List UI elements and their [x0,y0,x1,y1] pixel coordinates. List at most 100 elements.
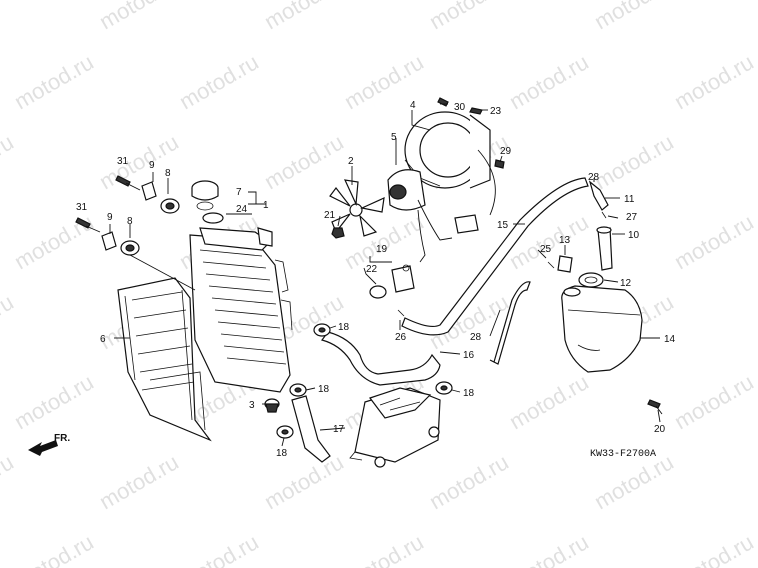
callouts: 1 2 3 4 5 6 7 8 8 9 9 10 11 12 13 14 15 … [76,100,676,459]
front-label: FR. [54,433,70,444]
bolt-20 [647,399,663,415]
bolt-upper [115,175,141,191]
siphon-hose [401,177,589,336]
watermark-text: motod.ru [95,129,183,194]
clip-27 [601,211,607,219]
tank-fitting [596,226,613,271]
ground-wire [477,149,496,216]
upper-hose [320,331,441,386]
callout-8: 8 [165,168,171,179]
fan-wire-2 [417,209,426,263]
hose-clamp [435,381,453,395]
hose-clamp [289,383,307,397]
watermark-text: motod.ru [425,0,513,34]
overflow-hose [489,281,531,365]
callout-16: 16 [463,350,475,361]
callout-19: 19 [376,244,388,255]
watermark-text: motod.ru [670,49,758,114]
thermostat [369,264,415,299]
callout-31: 31 [76,202,88,213]
diagram-code: KW33-F2700A [590,449,656,460]
callout-5: 5 [391,132,397,143]
callout-4: 4 [410,100,416,111]
callout-18: 18 [338,322,350,333]
watermark-text: motod.ru [670,369,758,434]
callout-18: 18 [463,388,475,399]
callout-14: 14 [664,334,676,345]
callout-3: 3 [249,400,255,411]
callout-24: 24 [236,204,248,215]
watermark-text: motod.ru [755,0,758,34]
bolt-29 [494,159,505,169]
callout-15: 15 [497,220,509,231]
fan-wire [417,199,453,241]
watermark-text: motod.ru [670,209,758,274]
bolt-13 [557,255,573,273]
watermark-text: motod.ru [340,529,428,568]
watermark-text: motod.ru [505,369,593,434]
watermark-text: motod.ru [260,129,348,194]
front-arrow-icon [28,440,58,456]
clip-25 [547,261,555,269]
watermark-text: motod.ru [340,209,428,274]
watermark-text: motod.ru [670,529,758,568]
watermark-text: motod.ru [0,129,18,194]
watermark-text: motod.ru [425,449,513,514]
callout-7: 7 [236,187,242,198]
bolt-30 [437,97,449,107]
callout-29: 29 [500,146,512,157]
callout-9: 9 [107,212,113,223]
callout-17: 17 [333,424,345,435]
callout-6: 6 [100,334,106,345]
hose-clamp [276,425,294,439]
watermark-text: motod.ru [0,449,18,514]
watermark-text: motod.ru [590,129,678,194]
callout-18: 18 [318,384,330,395]
watermark-text: motod.ru [260,449,348,514]
hose-clamp [313,323,331,337]
watermark-text: motod.ru [175,49,263,114]
watermark-text: motod.ru [95,449,183,514]
callout-31: 31 [117,156,129,167]
watermark-text: motod.ru [175,529,263,568]
hose-11 [588,180,609,211]
collar-lower [101,231,117,251]
watermark-text: motod.ru [505,209,593,274]
watermark-text: motod.ru [10,529,98,568]
reserve-tank [561,285,643,373]
radiator-shroud [117,277,212,442]
watermark-text: motod.ru [10,209,98,274]
bolt-23 [469,107,483,115]
callout-9: 9 [149,160,155,171]
lower-hose [291,395,331,463]
watermark-text: motod.ru [0,0,18,34]
water-pump-housing [349,387,441,468]
watermark-text: motod.ru [95,0,183,34]
bolt-lower [75,217,101,233]
callout-22: 22 [366,264,378,275]
callout-18: 18 [276,448,288,459]
watermark-text: motod.ru [590,0,678,34]
callout-13: 13 [559,235,571,246]
callout-28: 28 [470,332,482,343]
callout-1: 1 [263,200,269,211]
grommet-upper [160,198,180,214]
drain-plug [264,398,280,413]
grommet-lower [120,240,140,256]
watermark-text: motod.ru [10,49,98,114]
callout-12: 12 [620,278,632,289]
callout-21: 21 [324,210,336,221]
watermark-text: motod.ru [260,0,348,34]
watermark-text: motod.ru [505,529,593,568]
leader-lower [129,254,196,291]
nut-21 [331,227,345,239]
callout-8: 8 [127,216,133,227]
callout-11: 11 [624,194,635,205]
fan-motor [387,169,426,211]
leader-lines [109,103,661,447]
tank-cap [578,272,604,288]
clip-26 [397,309,405,317]
watermark-text: motod.ru [505,49,593,114]
